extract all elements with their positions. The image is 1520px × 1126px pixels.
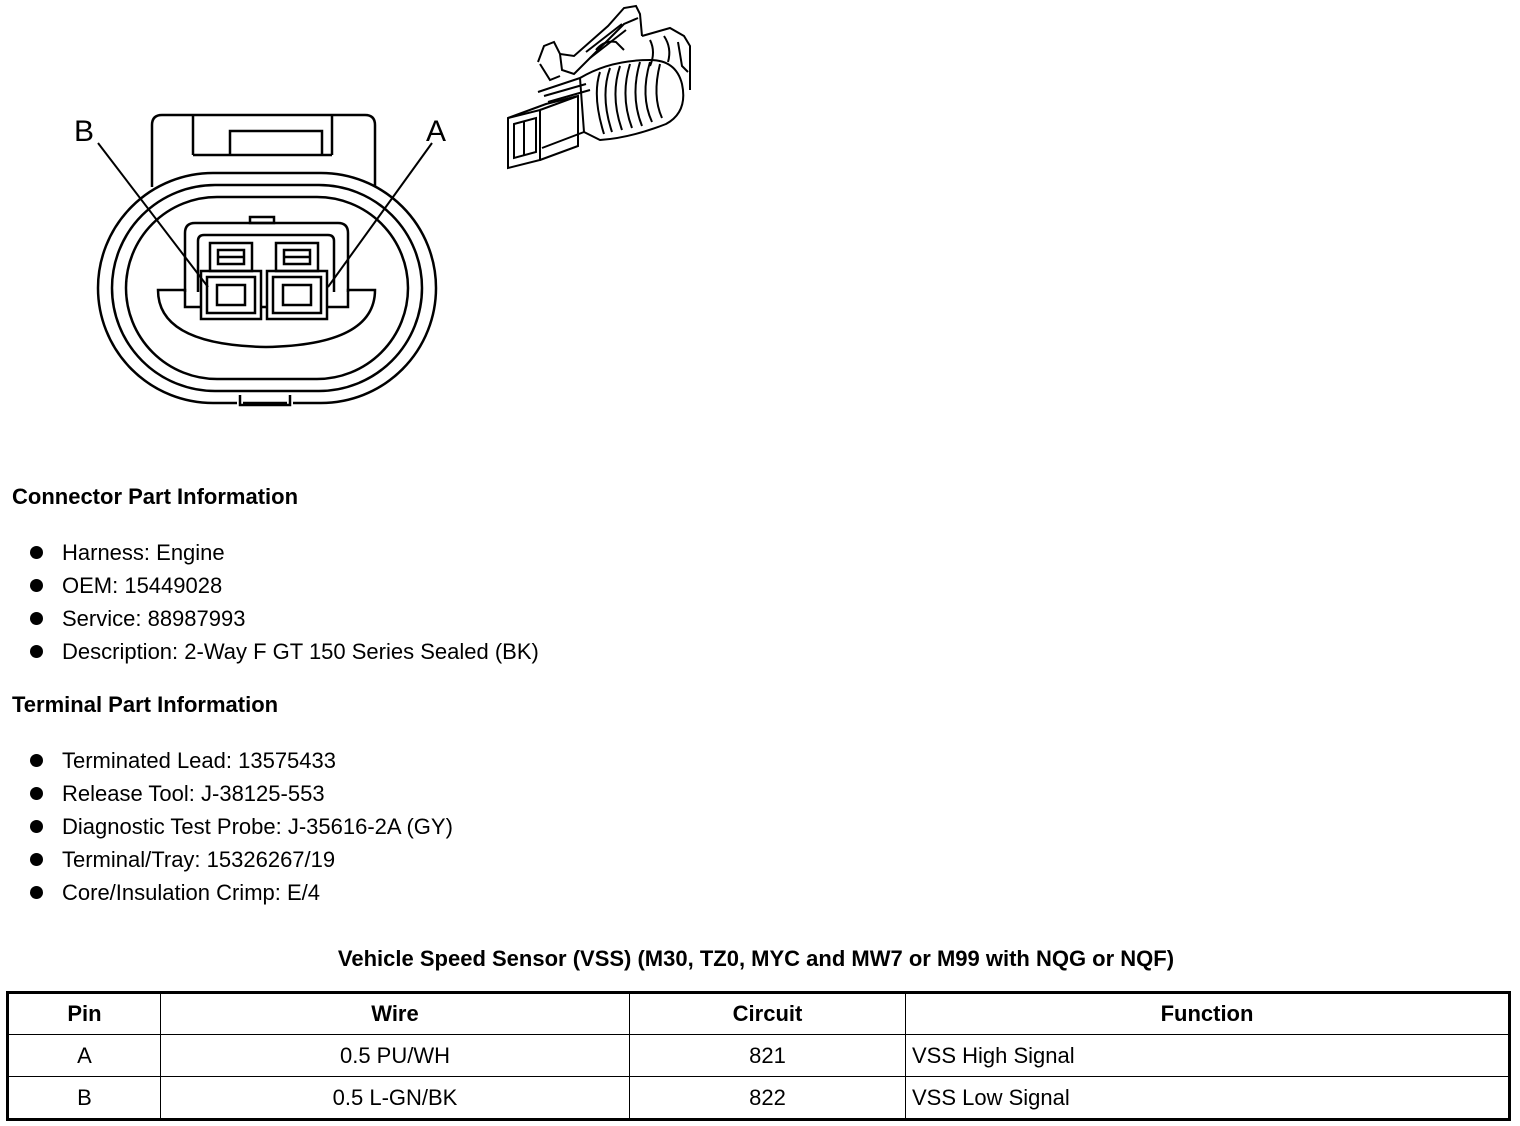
connector-part-info-list: Harness: Engine OEM: 15449028 Service: 8… [28,536,539,668]
cell-circuit: 821 [629,1034,906,1077]
list-item: Release Tool: J-38125-553 [28,777,453,810]
column-header-wire: Wire [160,992,630,1035]
list-item-text: OEM: 15449028 [62,573,223,598]
list-item-text: Core/Insulation Crimp: E/4 [62,880,320,905]
bullet-icon [30,546,43,559]
list-item: Service: 88987993 [28,602,539,635]
bullet-icon [30,754,43,767]
column-header-function: Function [905,992,1510,1035]
list-item: Diagnostic Test Probe: J-35616-2A (GY) [28,810,453,843]
list-item: Core/Insulation Crimp: E/4 [28,876,453,909]
cell-wire: 0.5 L-GN/BK [160,1076,630,1120]
table-row: B 0.5 L-GN/BK 822 VSS Low Signal [7,1076,1510,1120]
terminal-part-info-list: Terminated Lead: 13575433 Release Tool: … [28,744,453,909]
bullet-icon [30,787,43,800]
pin-b-label: B [74,115,94,148]
cell-pin: A [7,1034,161,1077]
list-item: Terminated Lead: 13575433 [28,744,453,777]
bullet-icon [30,645,43,658]
pin-a-label: A [426,115,446,148]
list-item-text: Service: 88987993 [62,606,246,631]
list-item-text: Diagnostic Test Probe: J-35616-2A (GY) [62,814,453,839]
column-header-circuit: Circuit [629,992,906,1035]
connector-face-diagram: B A [74,113,446,410]
table-header-row: Pin Wire Circuit Function [7,992,1510,1035]
cell-function: VSS High Signal [905,1034,1510,1077]
list-item: Terminal/Tray: 15326267/19 [28,843,453,876]
list-item-text: Release Tool: J-38125-553 [62,781,325,806]
column-header-pin: Pin [7,992,161,1035]
pin-table: Pin Wire Circuit Function A 0.5 PU/WH 82… [6,991,1511,1121]
cell-function: VSS Low Signal [905,1076,1510,1120]
table-row: A 0.5 PU/WH 821 VSS High Signal [7,1034,1510,1077]
table-title: Vehicle Speed Sensor (VSS) (M30, TZ0, MY… [337,946,1175,971]
cell-pin: B [7,1076,161,1120]
list-item-text: Terminated Lead: 13575433 [62,748,336,773]
list-item: Harness: Engine [28,536,539,569]
terminal-part-info-heading: Terminal Part Information [12,692,279,717]
bullet-icon [30,612,43,625]
cell-circuit: 822 [629,1076,906,1120]
list-item: OEM: 15449028 [28,569,539,602]
list-item-text: Description: 2-Way F GT 150 Series Seale… [62,639,539,664]
connector-isometric-diagram [507,4,691,170]
bullet-icon [30,886,43,899]
list-item: Description: 2-Way F GT 150 Series Seale… [28,635,539,668]
bullet-icon [30,853,43,866]
list-item-text: Harness: Engine [62,540,225,565]
bullet-icon [30,579,43,592]
connector-part-info-heading: Connector Part Information [12,484,299,509]
cell-wire: 0.5 PU/WH [160,1034,630,1077]
list-item-text: Terminal/Tray: 15326267/19 [62,847,336,872]
bullet-icon [30,820,43,833]
